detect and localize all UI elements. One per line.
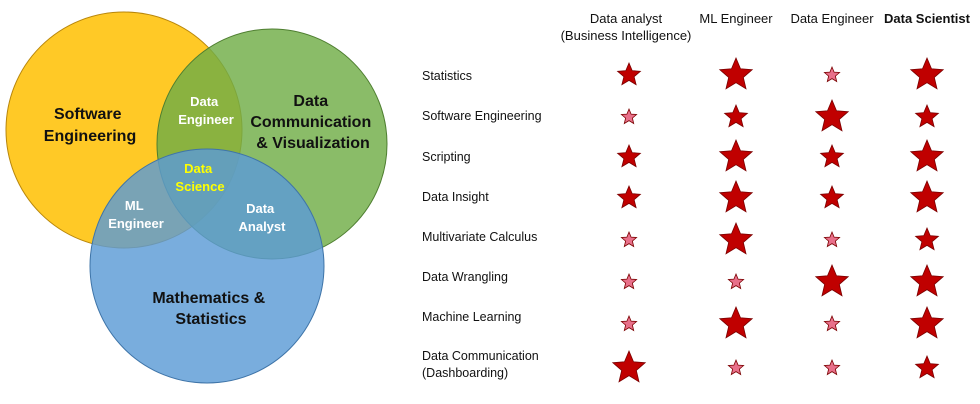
data-analyst-intersection-label: Data Analyst <box>239 201 287 234</box>
role-header-data-scientist: Data Scientist <box>884 11 970 26</box>
data-science-intersection-label: Data Science <box>175 161 224 194</box>
star-rating-3-data-engineer <box>819 143 845 168</box>
data-communication-label: Data Communication & Visualization <box>250 93 375 152</box>
skill-label-statistics: Statistics <box>422 69 473 83</box>
skill-label-data-wrangling: Data Wrangling <box>422 270 508 284</box>
star-rating-7-data-engineer <box>823 314 841 332</box>
star-rating-6-data-engineer <box>814 263 850 297</box>
star-rating-2-data-scientist <box>914 103 940 128</box>
skill-label-machine-learning: Machine Learning <box>422 310 522 324</box>
role-header-ml-engineer: ML Engineer <box>699 11 773 26</box>
star-rating-4-ml-engineer <box>718 179 754 213</box>
star-rating-2-data-analyst <box>620 107 638 125</box>
star-rating-5-ml-engineer <box>718 221 754 255</box>
star-rating-6-ml-engineer <box>727 272 745 290</box>
skill-label-data-insight: Data Insight <box>422 190 489 204</box>
star-rating-7-ml-engineer <box>718 305 754 339</box>
star-rating-1-data-analyst <box>616 61 642 86</box>
star-rating-1-data-scientist <box>909 56 945 90</box>
software-engineering-label: Software Engineering <box>44 106 136 145</box>
star-rating-6-data-scientist <box>909 263 945 297</box>
star-rating-6-data-analyst <box>620 272 638 290</box>
mathematics-circle <box>89 148 325 384</box>
skill-label-data-communication: Data Communication (Dashboarding) <box>422 349 539 380</box>
star-rating-5-data-engineer <box>823 230 841 248</box>
star-rating-2-ml-engineer <box>723 103 749 128</box>
star-rating-5-data-analyst <box>620 230 638 248</box>
mathematics-label: Mathematics & Statistics <box>152 290 269 328</box>
ml-engineer-intersection-label: ML Engineer <box>108 198 164 231</box>
star-rating-8-data-analyst <box>611 349 647 383</box>
skill-label-scripting: Scripting <box>422 150 471 164</box>
star-rating-3-data-scientist <box>909 138 945 172</box>
star-rating-2-data-engineer <box>814 98 850 132</box>
data-engineer-intersection-label: Data Engineer <box>178 94 234 127</box>
role-header-data-analyst: Data analyst (Business Intelligence) <box>560 11 692 43</box>
star-rating-8-data-engineer <box>823 358 841 376</box>
star-rating-3-data-analyst <box>616 143 642 168</box>
venn-diagram: Software Engineering Data Communication … <box>5 11 388 384</box>
star-rating-3-ml-engineer <box>718 138 754 172</box>
star-rating-1-data-engineer <box>823 65 841 83</box>
star-rating-4-data-engineer <box>819 184 845 209</box>
star-rating-5-data-scientist <box>914 226 940 251</box>
star-rating-8-ml-engineer <box>727 358 745 376</box>
star-rating-7-data-scientist <box>909 305 945 339</box>
skill-label-multivariate-calculus: Multivariate Calculus <box>422 230 538 244</box>
role-header-data-engineer: Data Engineer <box>790 11 874 26</box>
star-rating-7-data-analyst <box>620 314 638 332</box>
skill-label-software-engineering: Software Engineering <box>422 109 542 123</box>
star-rating-1-ml-engineer <box>718 56 754 90</box>
star-rating-8-data-scientist <box>914 354 940 379</box>
star-rating-4-data-analyst <box>616 184 642 209</box>
star-rating-4-data-scientist <box>909 179 945 213</box>
